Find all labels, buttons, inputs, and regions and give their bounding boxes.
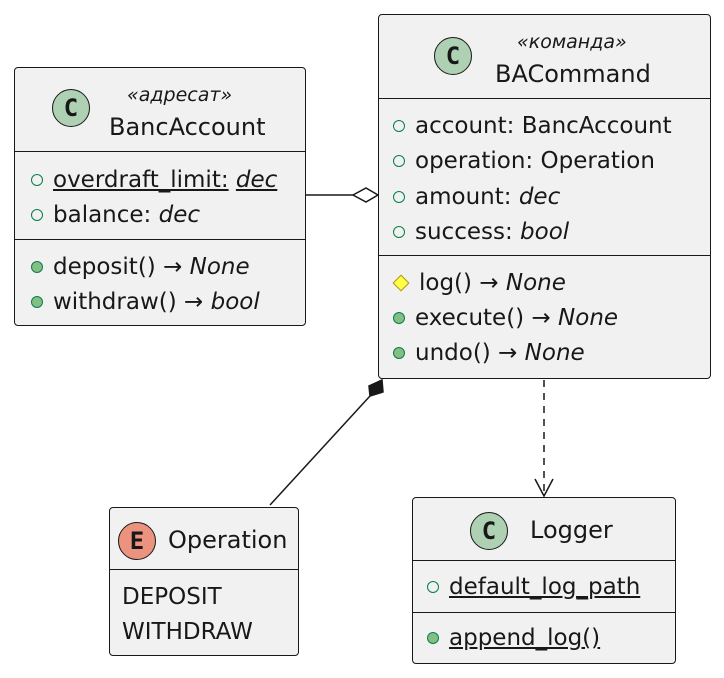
public-field-icon xyxy=(393,191,405,203)
field-name: account: BancAccount xyxy=(415,113,672,139)
fields-section: account: BancAccount operation: Operatio… xyxy=(379,99,710,256)
method-name: withdraw() → xyxy=(53,289,204,315)
class-logger[interactable]: C Logger default_log_path append_log() xyxy=(412,497,676,664)
enum-icon: E xyxy=(118,522,156,560)
class-name: BACommand xyxy=(495,60,651,88)
field-row: success: bool xyxy=(393,215,569,249)
field-row: default_log_path xyxy=(427,570,640,604)
class-header: C «адресат» BancAccount xyxy=(15,68,305,152)
method-name: undo() → xyxy=(415,340,518,366)
field-name: success: xyxy=(415,219,513,245)
enum-values-section: DEPOSIT WITHDRAW xyxy=(110,570,298,655)
class-icon: C xyxy=(470,512,508,550)
methods-section: append_log() xyxy=(413,613,675,663)
methods-section: deposit() → None withdraw() → bool xyxy=(15,240,305,324)
method-return: None xyxy=(524,340,585,366)
stereotype-label: «адресат» xyxy=(127,84,233,106)
method-return: None xyxy=(558,305,619,331)
fields-section: overdraft_limit: dec balance: dec xyxy=(15,152,305,240)
composition-line xyxy=(269,395,371,506)
enum-name: Operation xyxy=(168,526,288,554)
method-return: bool xyxy=(210,289,260,315)
public-field-icon xyxy=(427,581,439,593)
method-name: log() → xyxy=(419,270,499,296)
public-method-icon xyxy=(31,296,43,308)
field-type: dec xyxy=(518,184,561,210)
public-method-icon xyxy=(427,632,439,644)
method-return: None xyxy=(189,254,250,280)
method-row: execute() → None xyxy=(393,301,618,335)
class-header: C «команда» BACommand xyxy=(379,15,710,99)
methods-section: log() → None execute() → None undo() → N… xyxy=(379,256,710,376)
field-name: amount: xyxy=(415,184,512,210)
method-name: append_log() xyxy=(449,625,601,651)
method-row: log() → None xyxy=(392,266,566,300)
public-field-icon xyxy=(31,209,43,221)
field-row: balance: dec xyxy=(31,198,200,232)
method-name: deposit() → xyxy=(53,254,183,280)
aggregation-diamond xyxy=(351,187,380,203)
class-icon: C xyxy=(52,89,90,127)
method-row: withdraw() → bool xyxy=(31,285,260,319)
field-row: account: BancAccount xyxy=(393,109,672,143)
method-return: None xyxy=(505,270,566,296)
field-row: operation: Operation xyxy=(393,144,655,178)
stereotype-label: «команда» xyxy=(517,31,627,53)
method-row: append_log() xyxy=(427,621,600,655)
class-header: C Logger xyxy=(413,498,675,561)
public-field-icon xyxy=(31,174,43,186)
method-row: undo() → None xyxy=(393,336,585,370)
field-type: bool xyxy=(520,219,570,245)
enum-header: E Operation xyxy=(110,508,298,570)
fields-section: default_log_path xyxy=(413,561,675,613)
enum-value: WITHDRAW xyxy=(122,619,253,645)
method-row: deposit() → None xyxy=(31,250,250,284)
field-row: amount: dec xyxy=(393,180,560,214)
method-name: execute() → xyxy=(415,305,551,331)
public-method-icon xyxy=(393,347,405,359)
public-field-icon xyxy=(393,155,405,167)
public-field-icon xyxy=(393,226,405,238)
field-row: overdraft_limit: dec xyxy=(31,163,277,197)
field-type: dec xyxy=(158,202,201,228)
protected-method-icon xyxy=(392,274,410,292)
public-field-icon xyxy=(393,120,405,132)
class-name: BancAccount xyxy=(109,113,266,141)
enum-value: DEPOSIT xyxy=(122,584,222,610)
public-method-icon xyxy=(31,261,43,273)
field-name: default_log_path xyxy=(449,574,641,600)
composition-diamond xyxy=(368,378,384,397)
field-name: operation: Operation xyxy=(415,148,655,174)
class-banc-account[interactable]: C «адресат» BancAccount overdraft_limit:… xyxy=(14,67,306,326)
dependency-arrowhead xyxy=(534,478,554,498)
class-name: Logger xyxy=(530,516,613,544)
field-type: dec xyxy=(235,167,278,193)
field-name: overdraft_limit: xyxy=(53,167,229,193)
field-name: balance: xyxy=(53,202,152,228)
enum-operation[interactable]: E Operation DEPOSIT WITHDRAW xyxy=(109,507,299,656)
public-method-icon xyxy=(393,312,405,324)
class-ba-command[interactable]: C «команда» BACommand account: BancAccou… xyxy=(378,14,711,379)
class-icon: C xyxy=(434,37,472,75)
